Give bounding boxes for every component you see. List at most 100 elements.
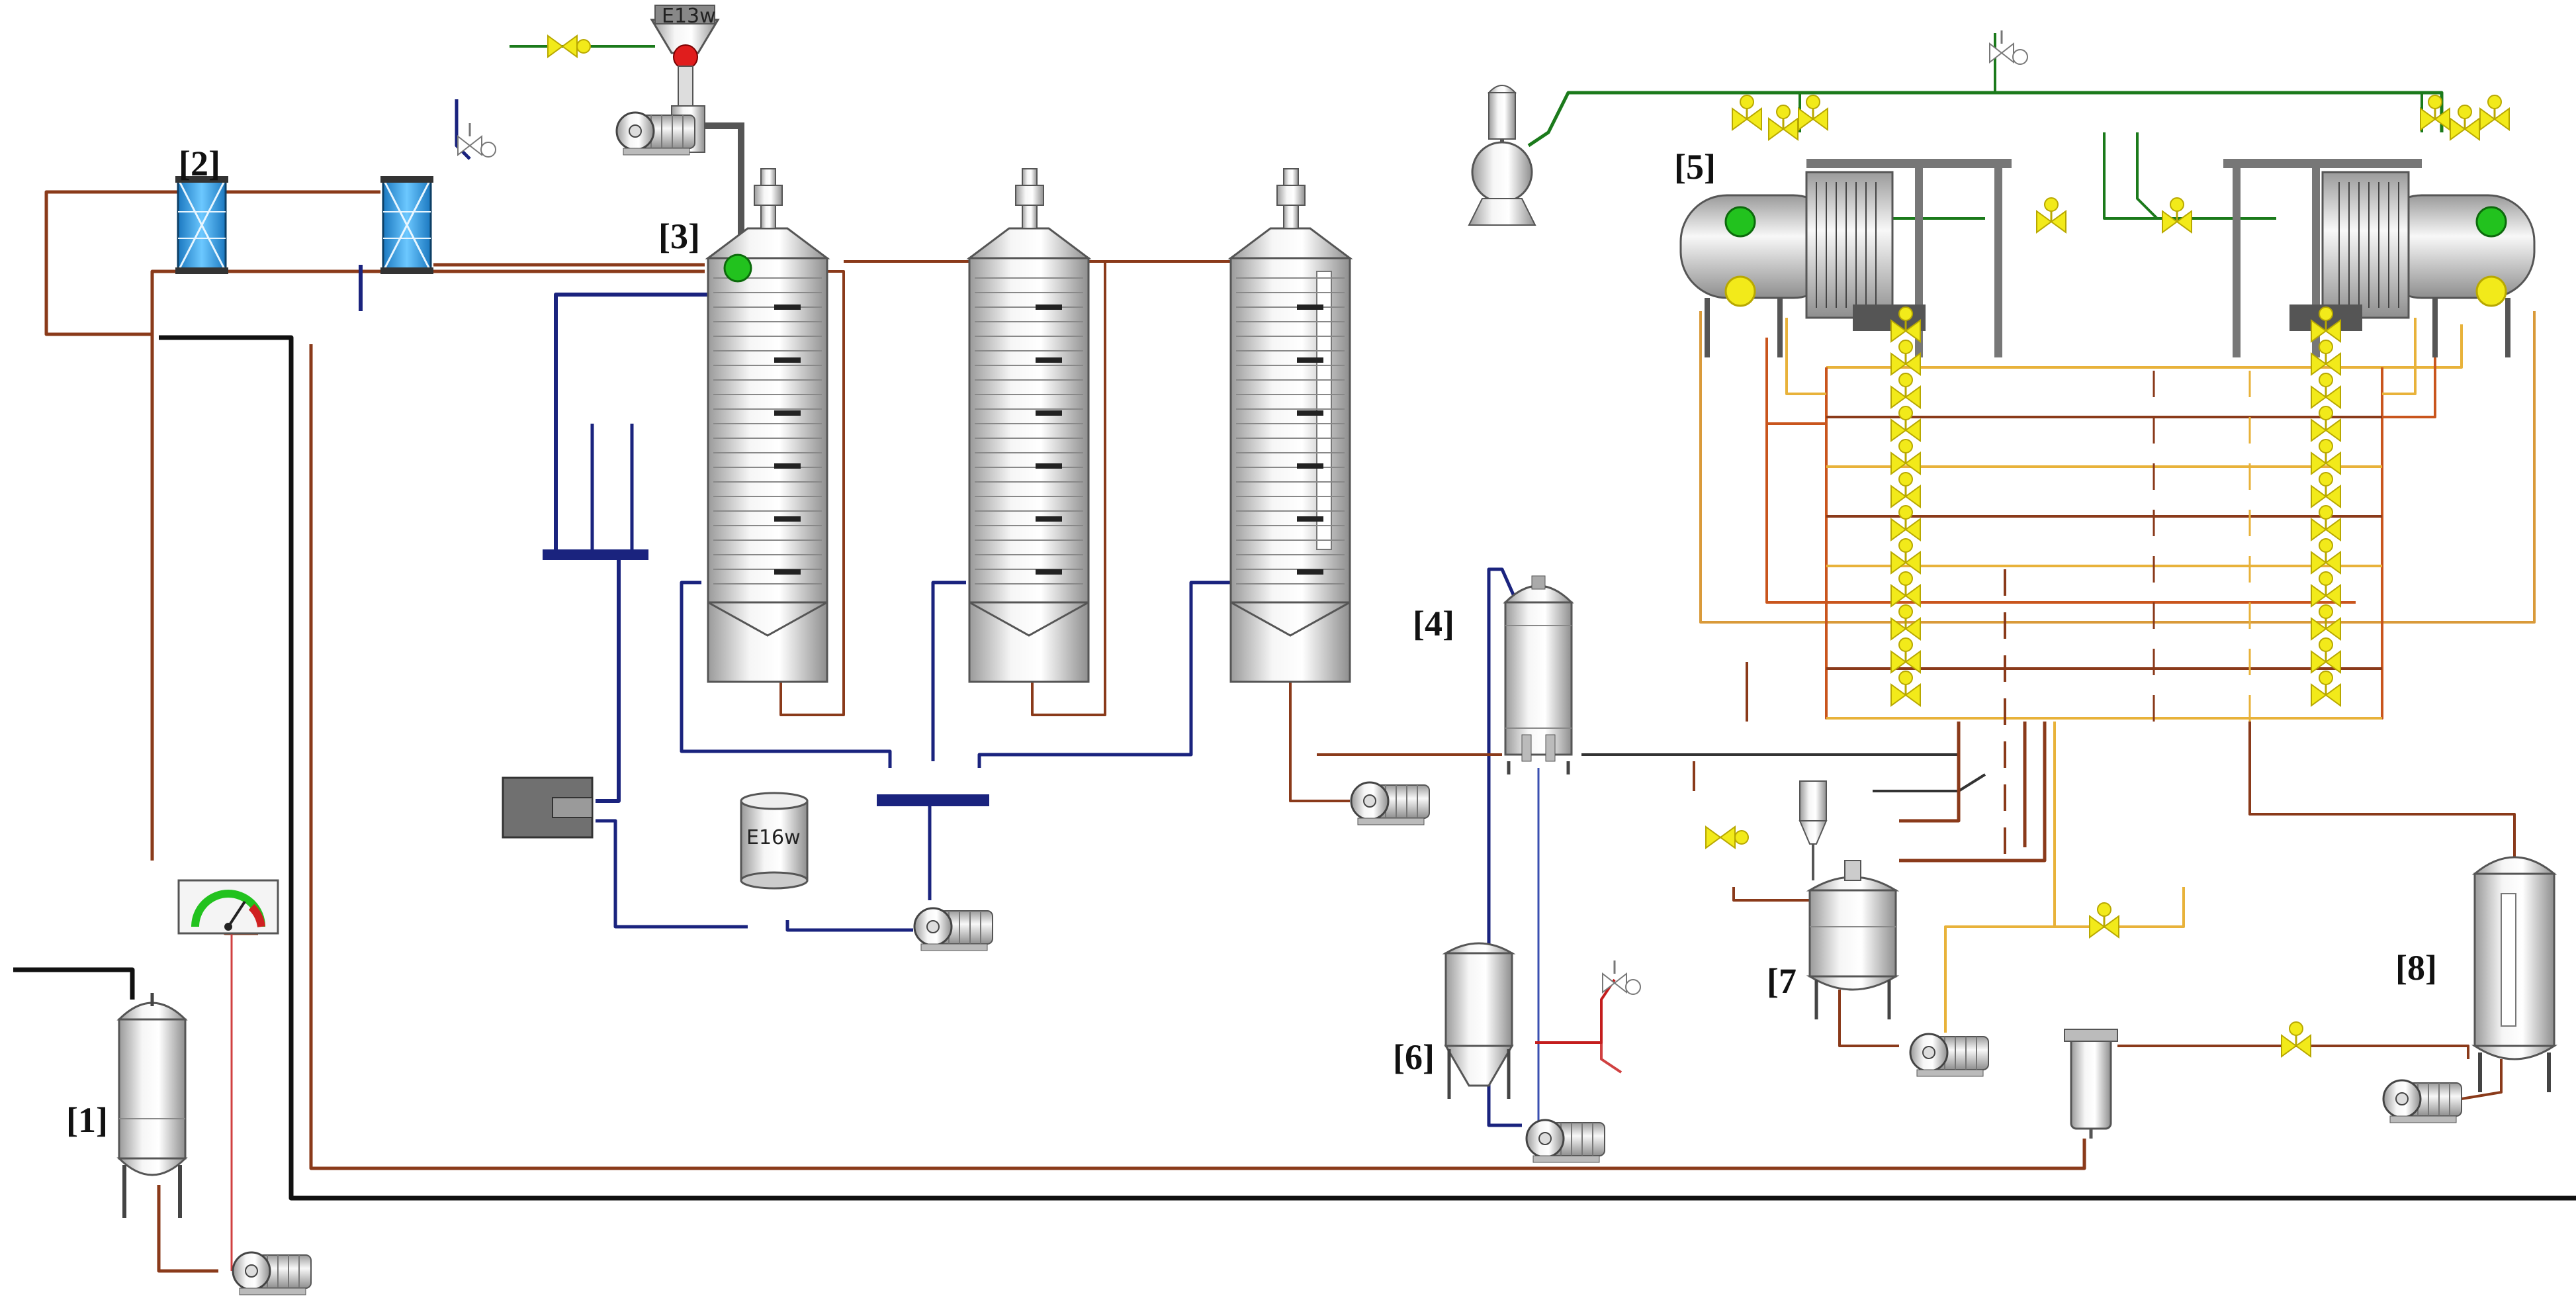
column-baffle <box>1297 304 1323 310</box>
column-baffle <box>774 463 801 469</box>
valve-icon[interactable] <box>1797 94 1829 131</box>
label-separator: [4] <box>1413 604 1454 643</box>
pump-icon[interactable] <box>2382 1079 2463 1124</box>
valve-icon[interactable] <box>1767 104 1799 141</box>
pump-icon[interactable] <box>615 111 696 156</box>
control-box[interactable] <box>502 776 594 839</box>
hot-line <box>1031 260 1106 716</box>
extraction-column-1[interactable] <box>705 168 830 683</box>
status-led-green <box>2475 206 2507 238</box>
column-baffle <box>1297 357 1323 363</box>
gas-line <box>2136 132 2158 220</box>
dark-line <box>1581 722 1960 756</box>
valve-icon[interactable] <box>1705 826 1749 849</box>
label-heat-exchanger: [2] <box>179 144 220 183</box>
hot-line <box>157 1185 218 1273</box>
valve-icon[interactable] <box>2161 197 2193 234</box>
pump-icon[interactable] <box>913 907 994 952</box>
hot-line <box>2117 1045 2469 1059</box>
column-baffle <box>1297 516 1323 522</box>
label-reactor: [7 <box>1767 961 1797 1001</box>
label-evaporator: [5] <box>1674 147 1716 187</box>
gas-line <box>1527 91 2444 148</box>
label-conical-tank: [6] <box>1393 1037 1435 1077</box>
hot-line <box>1289 682 1350 802</box>
valve-icon[interactable] <box>2310 504 2342 541</box>
pump-icon[interactable] <box>1909 1033 1990 1078</box>
valve-icon[interactable] <box>547 35 591 58</box>
heat-exchanger-b[interactable] <box>379 175 435 275</box>
column-trays <box>713 277 1345 585</box>
status-led-yellow <box>1724 275 1756 307</box>
valve-icon[interactable] <box>1731 94 1763 131</box>
valve-icon[interactable] <box>2035 197 2067 234</box>
extraction-column-2[interactable] <box>966 168 1092 683</box>
column-baffle <box>774 569 801 575</box>
valve-icon[interactable] <box>1890 504 1922 541</box>
hot-line <box>779 270 845 716</box>
conical-tank-6[interactable] <box>1442 942 1516 1099</box>
hot-line <box>1600 1033 1622 1074</box>
column-baffle <box>774 516 801 522</box>
separator-vessel-4[interactable] <box>1503 575 1574 774</box>
cold-line <box>931 581 966 761</box>
vacuum-pump[interactable] <box>1468 85 1536 226</box>
evaporator-right[interactable] <box>2223 159 2536 357</box>
distributor-bar <box>877 794 989 806</box>
valve-icon[interactable] <box>1890 405 1922 442</box>
hot-line <box>1899 722 2047 863</box>
storage-tank-1[interactable] <box>116 993 188 1218</box>
valve-icon[interactable] <box>1890 471 1922 508</box>
tag-e16: E16w <box>746 826 801 849</box>
dark-return-line <box>159 335 2576 1201</box>
column-baffle <box>1036 304 1062 310</box>
column-baffle <box>1036 569 1062 575</box>
valve-icon[interactable] <box>1890 670 1922 707</box>
valve-icon[interactable] <box>2310 438 2342 475</box>
cold-line <box>455 99 471 160</box>
valve-icon[interactable] <box>2479 94 2510 131</box>
cartridge-filter[interactable] <box>2064 1029 2118 1139</box>
hot-line <box>150 269 705 861</box>
pump-icon[interactable] <box>1525 1119 1606 1164</box>
heat-exchanger-a[interactable] <box>174 175 230 275</box>
label-extraction-column: [3] <box>658 216 700 256</box>
valve-icon[interactable] <box>1890 604 1922 641</box>
hot-line <box>1838 990 1899 1047</box>
valve-icon[interactable] <box>2310 670 2342 707</box>
valve-icon[interactable] <box>2310 538 2342 575</box>
valve-icon[interactable] <box>2419 94 2451 131</box>
pump-icon[interactable] <box>1350 781 1431 826</box>
yellow-line <box>1944 722 2056 1033</box>
valve-icon[interactable] <box>2088 902 2120 939</box>
valve-icon[interactable] <box>2310 471 2342 508</box>
vessel-e16[interactable] <box>740 792 809 890</box>
hot-manifold <box>1765 338 2356 604</box>
evaporator-left[interactable] <box>1679 159 2012 357</box>
cold-line <box>785 920 913 932</box>
hot-line <box>44 190 179 336</box>
extraction-column-3[interactable] <box>1227 168 1353 683</box>
valve-icon[interactable] <box>2310 372 2342 409</box>
dark-line <box>1873 773 1986 792</box>
pipe-network <box>13 33 2576 1273</box>
pump-icon[interactable] <box>232 1251 312 1296</box>
cold-line <box>554 293 721 556</box>
column-baffle <box>1036 463 1062 469</box>
reactor-vessel-7[interactable] <box>1799 780 1900 1019</box>
valve-icon[interactable] <box>2310 604 2342 641</box>
valve-icon[interactable] <box>2310 405 2342 442</box>
valve-icon[interactable] <box>1890 372 1922 409</box>
column-baffle <box>774 304 801 310</box>
column-baffle <box>774 357 801 363</box>
valve-icon[interactable] <box>2280 1021 2312 1058</box>
hot-line <box>1732 887 1813 902</box>
valve-icon[interactable] <box>1890 438 1922 475</box>
receiver-tank-8[interactable] <box>2471 856 2557 1092</box>
feed-hopper[interactable] <box>650 5 744 252</box>
valve-icon[interactable] <box>2449 104 2481 141</box>
cold-line <box>680 581 892 768</box>
valve-icon[interactable] <box>1890 538 1922 575</box>
